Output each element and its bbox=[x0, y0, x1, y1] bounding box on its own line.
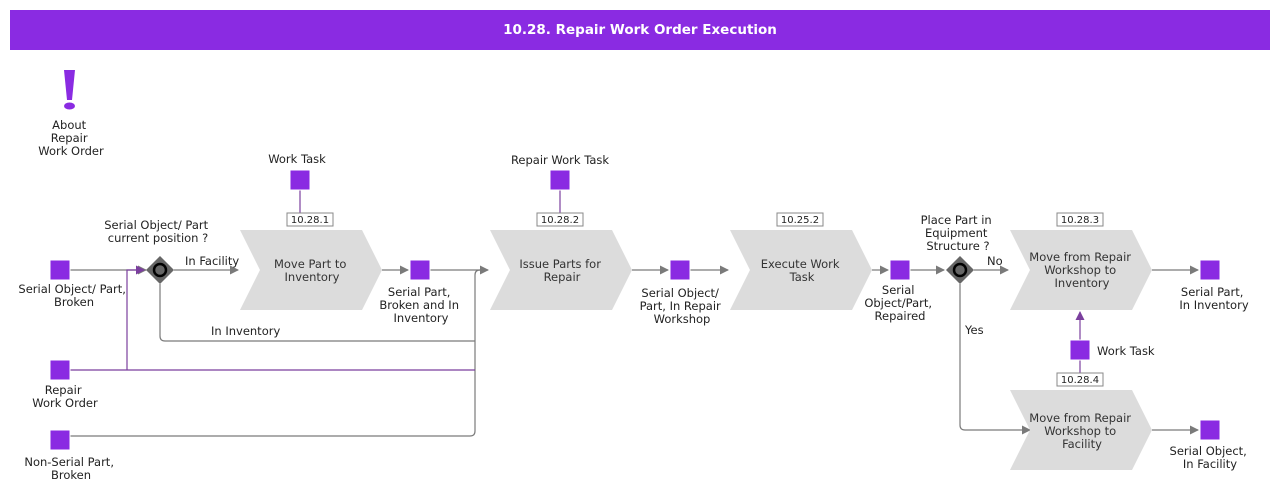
task-move-repair-facility[interactable]: Move from Repair Workshop to Facility bbox=[1010, 390, 1152, 470]
gateway-place-part[interactable] bbox=[946, 256, 974, 284]
object-serial-in-facility-label: Serial Object, In Facility bbox=[1170, 444, 1251, 471]
flow-nonserial bbox=[70, 269, 481, 437]
assoc-work-order-gateway bbox=[126, 265, 145, 370]
flow-label-no: No bbox=[987, 254, 1003, 268]
object-serial-broken-inv[interactable] bbox=[409, 259, 431, 281]
ref-move-to-inventory[interactable]: 10.28.1 bbox=[286, 212, 334, 227]
object-serial-broken-label: Serial Object/ Part, Broken bbox=[18, 282, 129, 309]
associations bbox=[70, 190, 1085, 374]
task-move-to-inventory[interactable]: Move Part to Inventory bbox=[240, 230, 382, 310]
svg-text:10.28.1: 10.28.1 bbox=[291, 215, 329, 226]
task-move-repair-inventory[interactable]: Move from Repair Workshop to Inventory bbox=[1010, 230, 1152, 310]
object-repair-work-task-label: Repair Work Task bbox=[511, 153, 609, 167]
svg-text:Issue Parts for Repair: Issue Parts for Repair bbox=[519, 257, 604, 284]
object-repair-work-order[interactable] bbox=[49, 359, 71, 381]
exclamation-icon[interactable] bbox=[64, 70, 75, 110]
ref-issue-parts[interactable]: 10.28.2 bbox=[536, 212, 584, 227]
object-serial-in-repair[interactable] bbox=[669, 259, 691, 281]
svg-text:10.28.3: 10.28.3 bbox=[1061, 215, 1099, 226]
svg-text:Move Part to Inventory: Move Part to Inventory bbox=[274, 257, 350, 284]
svg-text:Move from Repair Worksho: Move from Repair Workshop to Facility bbox=[1029, 411, 1134, 451]
object-work-task-2[interactable] bbox=[1069, 339, 1091, 361]
svg-text:10.25.2: 10.25.2 bbox=[781, 215, 819, 226]
object-serial-repaired[interactable] bbox=[889, 259, 911, 281]
object-serial-in-facility[interactable] bbox=[1199, 419, 1221, 441]
svg-text:10.28.4: 10.28.4 bbox=[1061, 375, 1099, 386]
svg-text:Move from Repair Worksho: Move from Repair Workshop to Inventory bbox=[1029, 250, 1134, 290]
object-work-task-1-label: Work Task bbox=[268, 152, 326, 166]
object-nonserial-broken-label: Non-Serial Part, Broken bbox=[24, 455, 117, 482]
object-serial-broken[interactable] bbox=[49, 259, 71, 281]
gateway-place-part-label: Place Part in Equipment Structure ? bbox=[921, 213, 996, 253]
flow-label-in-inventory: In Inventory bbox=[211, 324, 280, 338]
page-title: 10.28. Repair Work Order Execution bbox=[10, 10, 1270, 50]
object-work-task-1[interactable] bbox=[289, 169, 311, 191]
about-label: About Repair Work Order bbox=[38, 118, 104, 158]
gateway-position-label: Serial Object/ Part current position ? bbox=[104, 218, 212, 245]
object-nonserial-broken[interactable] bbox=[49, 429, 71, 451]
ref-move-repair-inventory[interactable]: 10.28.3 bbox=[1056, 212, 1104, 227]
task-issue-parts[interactable]: Issue Parts for Repair bbox=[490, 230, 632, 310]
object-serial-in-repair-label: Serial Object/ Part, In Repair Workshop bbox=[640, 286, 725, 326]
svg-text:Execute Work Task: Execute Work Task bbox=[761, 257, 843, 284]
ref-move-repair-facility[interactable]: 10.28.4 bbox=[1056, 372, 1104, 387]
svg-text:10.28.2: 10.28.2 bbox=[541, 215, 579, 226]
flow-in-inventory bbox=[159, 284, 475, 342]
object-repair-work-task[interactable] bbox=[549, 169, 571, 191]
object-work-task-2-label: Work Task bbox=[1097, 344, 1155, 358]
object-serial-broken-inv-label: Serial Part, Broken and In Inventory bbox=[379, 285, 462, 325]
gateway-position[interactable] bbox=[146, 256, 174, 284]
flow-label-in-facility: In Facility bbox=[185, 254, 239, 268]
object-repair-work-order-label: Repair Work Order bbox=[32, 383, 98, 410]
object-serial-in-inventory[interactable] bbox=[1199, 259, 1221, 281]
object-serial-repaired-label: Serial Object/Part, Repaired bbox=[864, 283, 935, 323]
ref-execute-work[interactable]: 10.25.2 bbox=[776, 212, 824, 227]
object-serial-in-inventory-label: Serial Part, In Inventory bbox=[1179, 285, 1248, 312]
task-execute-work[interactable]: Execute Work Task bbox=[730, 230, 872, 310]
flow-yes bbox=[959, 284, 1031, 435]
flow-label-yes: Yes bbox=[964, 323, 984, 337]
